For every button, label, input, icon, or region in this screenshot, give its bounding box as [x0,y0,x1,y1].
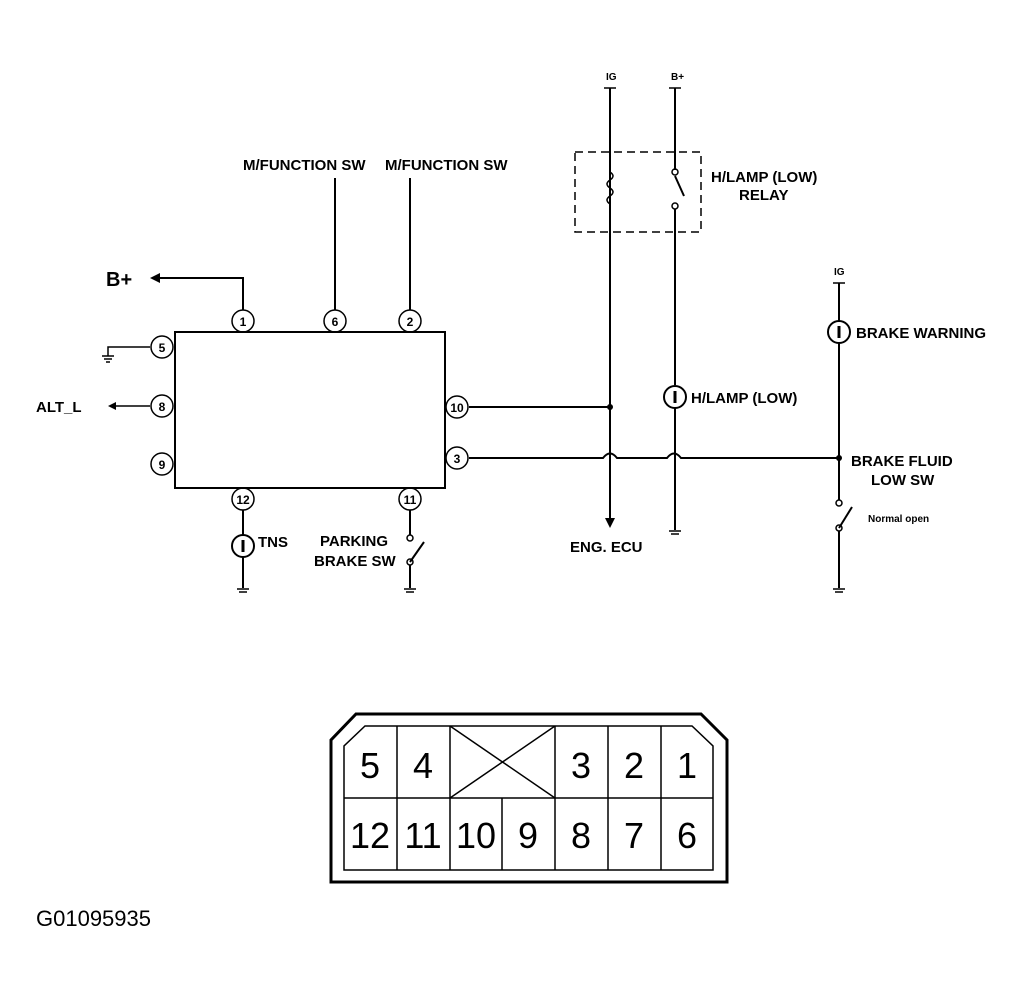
connector-pin: 8 [571,815,591,856]
parking-switch-icon [409,541,425,563]
brake-fluid-switch-icon [838,506,853,529]
svg-text:10: 10 [450,401,464,415]
label-mfunction-b: M/FUNCTION SW [385,157,508,174]
svg-text:3: 3 [454,452,461,466]
svg-text:12: 12 [236,493,250,507]
label-tns: TNS [258,534,288,551]
svg-text:6: 6 [332,315,339,329]
module-pin: 9 [150,452,174,476]
connector-pin: 11 [404,815,441,856]
connector-pin: 2 [624,745,644,786]
label-hlamp: H/LAMP (LOW) [691,390,797,407]
connector-pin: 3 [571,745,591,786]
label-parking-2: BRAKE SW [314,553,397,570]
arrow-eng-ecu-icon [605,518,615,528]
relay-coil-icon [606,171,614,205]
arrow-b-plus-icon [150,273,160,283]
label-brake-fluid-1: BRAKE FLUID [851,453,953,470]
svg-text:2: 2 [407,315,414,329]
label-normal-open: Normal open [868,514,929,525]
connector-pin: 10 [456,815,496,856]
label-brake-warning: BRAKE WARNING [856,325,986,342]
label-mfunction-a: M/FUNCTION SW [243,157,366,174]
wire-pin3 [469,452,839,459]
ground-icon [237,588,249,593]
module-pin: 10 [445,395,469,419]
svg-text:11: 11 [404,493,417,507]
module-pin: 6 [323,309,347,333]
module-pin: 12 [231,487,255,511]
ground-icon [102,355,114,363]
label-parking-1: PARKING [320,533,388,550]
module-pin: 1 [231,309,255,333]
svg-text:IG: IG [606,72,617,83]
label-brake-fluid-2: LOW SW [871,472,935,489]
relay-enclosure [574,151,702,233]
connector-pin: 12 [350,815,390,856]
connector-pin: 7 [624,815,644,856]
svg-text:IG: IG [834,267,845,278]
ground-icon [669,530,681,535]
relay-switch-icon [674,175,685,197]
label-relay-1: H/LAMP (LOW) [711,169,817,186]
svg-text:8: 8 [159,400,166,414]
label-b-plus: B+ [106,269,132,291]
svg-text:9: 9 [159,458,166,472]
module-pin: 11 [398,487,422,511]
control-module [174,331,446,489]
svg-text:5: 5 [159,341,166,355]
module-pin: 8 [150,394,174,418]
module-pin: 2 [398,309,422,333]
connector-pin: 4 [413,745,433,786]
label-eng-ecu: ENG. ECU [570,539,643,556]
connector-pin: 6 [677,815,697,856]
connector-pin: 5 [360,745,380,786]
wire-ground-pin5 [107,346,150,356]
reference-code: G01095935 [36,906,151,931]
connector-face [329,712,729,884]
wire-b-plus [158,277,244,310]
svg-text:1: 1 [240,315,247,329]
ground-icon [833,588,845,593]
ground-icon [404,588,416,593]
connector-pin: 9 [518,815,538,856]
connector-pin: 1 [677,745,697,786]
label-alt-l: ALT_L [36,399,82,416]
svg-text:B+: B+ [671,72,684,83]
arrow-alt-l-icon [108,402,116,410]
module-pin: 5 [150,335,174,359]
module-pin: 3 [445,446,469,470]
label-relay-2: RELAY [739,187,788,204]
